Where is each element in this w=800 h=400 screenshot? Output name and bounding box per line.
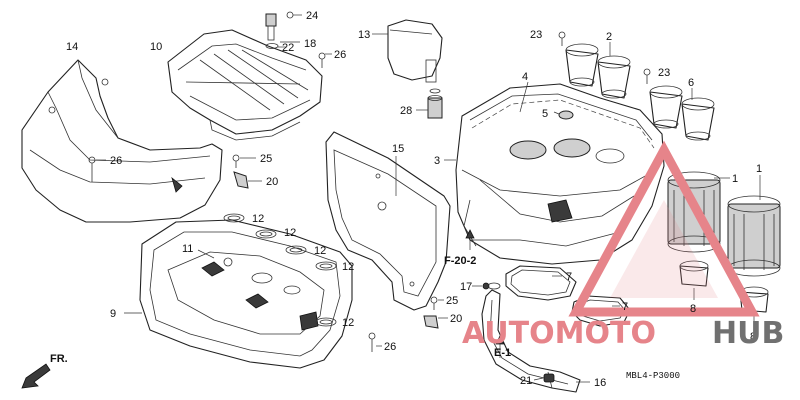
leader-11 [197,249,215,259]
callout-15: 15 [392,143,404,155]
callout-7-upper: 7 [566,271,572,283]
part-6-funnel-pair [649,85,715,141]
part-7-gasket-upper [505,265,577,301]
callout-12-a: 12 [252,213,264,225]
watermark-text-hub: HUB [712,316,784,351]
watermark-text-automoto: AUTOMOTO [462,316,656,351]
part-8-sleeve-left [679,260,709,300]
callout-20-right: 20 [450,313,462,325]
part-20-grommet-left [233,171,262,189]
callout-26-top: 26 [334,49,346,61]
callout-21: 21 [520,375,532,387]
part-17-clip [472,282,501,290]
callout-8-left: 8 [690,303,696,315]
callout-24: 24 [306,10,318,22]
part-13-intake-funnel [372,19,443,83]
ref-e1: E-1 [494,347,511,359]
front-arrow [21,363,51,389]
bolt-26-top [318,52,332,68]
part-2-funnel-pair [565,42,631,99]
callout-1-left: 1 [732,173,738,185]
callout-18: 18 [304,38,316,50]
ref-f20-2: F-20-2 [444,255,476,267]
callout-1-right: 1 [756,163,762,175]
bolt-25-right [430,296,444,310]
callout-8-right: 8 [750,331,756,343]
ref-arrow-f20 [465,229,475,250]
callout-6: 6 [688,77,694,89]
part-1-air-filter-right [727,175,781,277]
callout-26-left: 26 [110,155,122,167]
callout-17: 17 [460,281,472,293]
part-14-side-cowl [21,59,223,223]
bolt-25-left [232,154,256,168]
callout-9: 9 [110,308,116,320]
callout-11: 11 [182,243,193,255]
bolt-23-lower [643,68,651,84]
part-5-grommet [553,110,574,120]
callout-26-bottom: 26 [384,341,396,353]
callout-4: 4 [522,71,528,83]
diagram-code: MBL4-P3000 [626,371,680,381]
part-9-lower-case [124,219,353,369]
part-15-gasket-plate [325,131,451,311]
callout-22: 22 [282,42,294,54]
part-10-top-cover [167,29,323,141]
bolt-26-bottom [368,332,382,352]
callout-16: 16 [594,377,606,389]
part-20-grommet-right [423,315,448,329]
callout-23-lower: 23 [658,67,670,79]
callout-12-d: 12 [342,261,354,273]
part-3-airbox-housing [444,81,665,265]
part-24-bolt-stack [265,11,302,49]
part-12-o-rings [223,213,337,327]
callout-14: 14 [66,41,78,53]
callout-10: 10 [150,41,162,53]
front-label: FR. [50,353,68,365]
callout-12-c: 12 [314,245,326,257]
callout-5: 5 [542,108,548,120]
callout-2: 2 [606,31,612,43]
callout-28: 28 [400,105,412,117]
part-28-collar [416,88,443,119]
bolt-23-upper [558,31,566,46]
ref-arrow-e1 [495,335,505,358]
callout-25-left: 25 [260,153,272,165]
callout-12-e: 12 [342,317,354,329]
bolt-26-left [88,156,106,182]
callout-20-left: 20 [266,176,278,188]
part-21-hose-clip [533,373,555,383]
callout-25-right: 25 [446,295,458,307]
callout-13: 13 [358,29,370,41]
callout-3: 3 [434,155,440,167]
callout-12-b: 12 [284,227,296,239]
callout-7-lower: 7 [622,301,628,313]
watermark-logo-mark [568,140,760,317]
callout-23-upper: 23 [530,29,542,41]
